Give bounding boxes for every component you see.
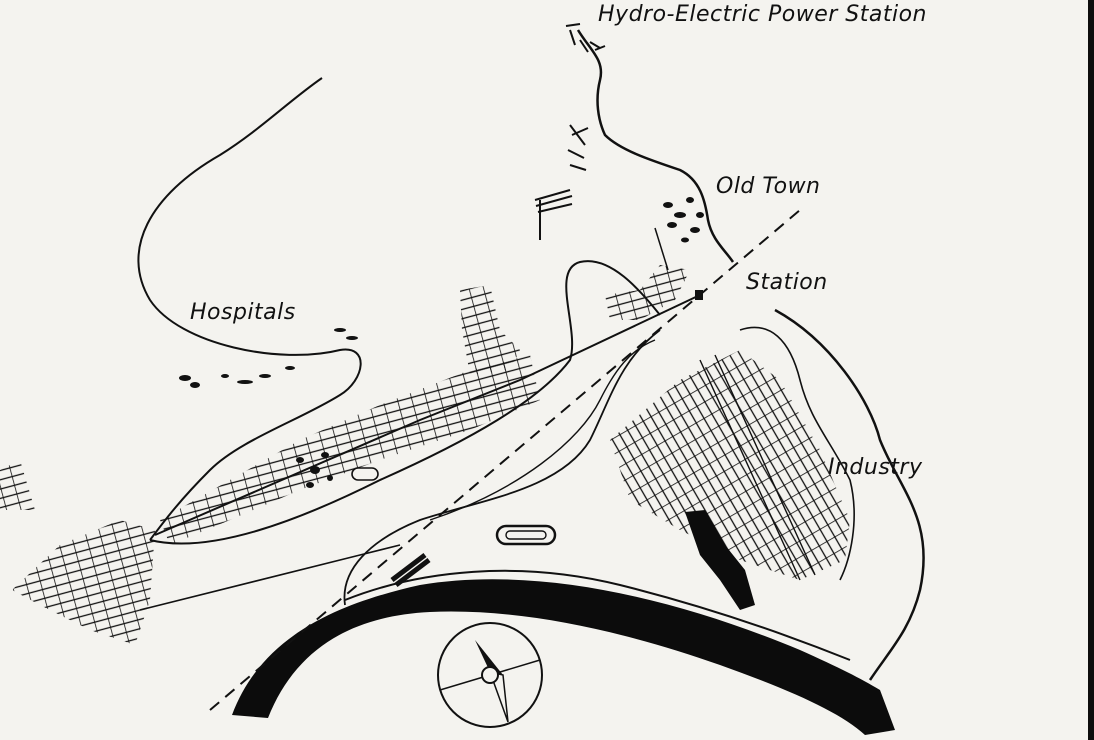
hydro-stream <box>576 29 735 263</box>
sports-ground <box>495 524 557 546</box>
park-trees <box>296 452 333 488</box>
label-industry: Industry <box>828 455 923 480</box>
label-station: Station <box>746 270 828 295</box>
industry-service-road <box>739 326 855 581</box>
road-south <box>139 544 401 611</box>
scan-edge <box>1088 0 1094 740</box>
river-bank-line <box>344 569 851 661</box>
central-curve-road <box>343 329 661 606</box>
label-hydro-electric-power-station: Hydro-Electric Power Station <box>598 2 927 27</box>
hospital-loop-road <box>137 77 362 541</box>
station-building <box>695 290 703 300</box>
factory-block <box>685 510 755 610</box>
inner-curve-road <box>429 339 656 521</box>
housing-area-industry <box>610 350 850 580</box>
goods-yard <box>390 553 431 587</box>
main-road-loop <box>149 260 661 545</box>
label-hospitals: Hospitals <box>190 300 296 325</box>
industry-rail <box>699 354 816 581</box>
housing-area-far-west <box>0 460 35 510</box>
label-old-town: Old Town <box>716 174 821 199</box>
housing-area-north <box>460 285 520 375</box>
hospital-buildings <box>179 328 358 388</box>
housing-area-station <box>605 265 690 320</box>
industry-boundary <box>774 308 925 681</box>
river <box>232 579 895 735</box>
sports-ground-small <box>351 467 379 481</box>
old-town-road <box>654 227 669 271</box>
north-arrow-compass-icon <box>437 622 543 728</box>
old-town-cluster <box>663 197 704 243</box>
housing-area-hospital-band <box>160 355 540 545</box>
housing-area-west <box>12 520 155 645</box>
power-station-mark <box>565 23 606 53</box>
north-blocks <box>534 124 589 240</box>
